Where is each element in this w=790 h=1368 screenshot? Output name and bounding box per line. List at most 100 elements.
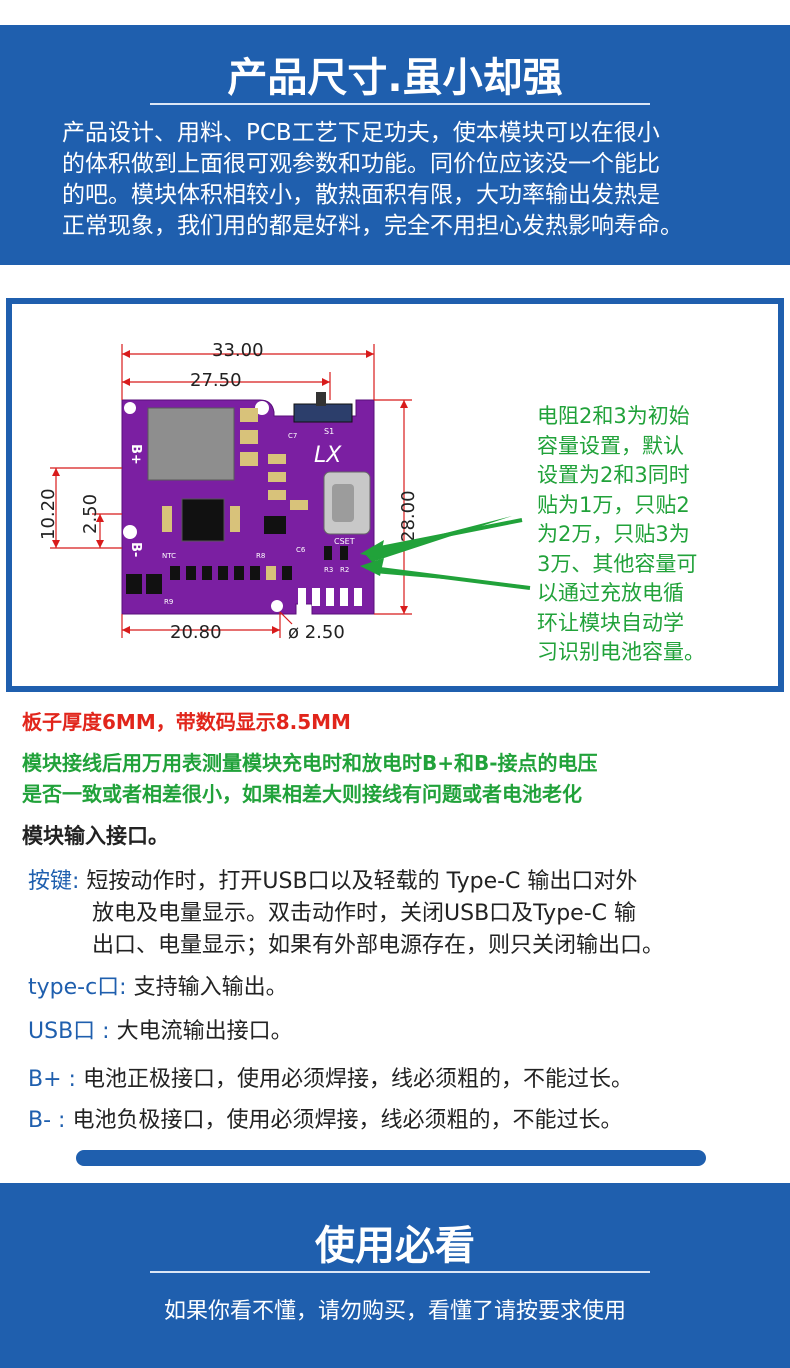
item-key: 按键: 短按动作时，打开USB口以及轻载的 Type-C 输出口对外 放电及电量… <box>28 866 664 962</box>
switch-knob <box>316 392 326 406</box>
footer-subtitle: 如果你看不懂，请勿购买，看懂了请按要求使用 <box>163 1299 626 1324</box>
resistor <box>218 566 228 580</box>
footer-divider <box>150 1271 650 1273</box>
smd-component <box>162 506 172 532</box>
note-line: 3万、其他容量可 <box>537 551 698 576</box>
mount-hole-left <box>123 525 137 539</box>
resistor-note: 电阻2和3为初始 容量设置，默认 设置为2和3同时 贴为1万，只贴2 为2万，只… <box>537 402 777 668</box>
voltage-check-note: 模块接线后用万用表测量模块充电时和放电时B+和B-接点的电压 是否一致或者相差很… <box>22 748 598 810</box>
item-bplus-label: B+ : <box>28 1067 76 1092</box>
led-pad <box>326 588 334 606</box>
intro-line: 正常现象，我们用的都是好料，完全不用担心发热影响寿命。 <box>62 213 683 239</box>
intro-line: 的体积做到上面很可观参数和功能。同价位应该没一个能比 <box>62 151 660 177</box>
silk-r3: R3 <box>324 566 333 574</box>
smd-component <box>268 454 286 464</box>
item-bplus-text: 电池正极接口，使用必须焊接，线必须粗的，不能过长。 <box>82 1067 633 1092</box>
switch-button <box>293 403 353 423</box>
resistor <box>234 566 244 580</box>
thickness-note: 板子厚度6MM，带数码显示8.5MM <box>22 710 351 734</box>
silk-bminus: B- <box>128 542 143 557</box>
smd-component <box>268 472 286 482</box>
dimension-arrowheads <box>52 350 408 634</box>
resistor <box>282 566 292 580</box>
led-pad <box>354 588 362 606</box>
footer-title: 使用必看 <box>315 1223 475 1269</box>
main-ic <box>181 498 225 542</box>
led-pad <box>312 588 320 606</box>
dim-27-50: 27.50 <box>190 370 242 391</box>
silk-lx: LX <box>314 443 342 468</box>
dim-20-80: 20.80 <box>170 622 222 643</box>
silk-cset: CSET <box>334 537 355 546</box>
note-line: 环让模块自动学 <box>537 610 684 635</box>
smd-component <box>240 452 258 466</box>
dimension-lines <box>50 344 412 638</box>
mount-hole-top-left <box>124 402 136 414</box>
mount-hole-bottom <box>271 600 283 612</box>
intro-line: 产品设计、用料、PCB工艺下足功夫，使本模块可以在很小 <box>62 120 660 146</box>
silk-r9: R9 <box>164 598 173 606</box>
smd-component <box>240 408 258 422</box>
arrow-head <box>360 558 384 576</box>
item-bplus: B+ : 电池正极接口，使用必须焊接，线必须粗的，不能过长。 <box>28 1064 633 1096</box>
smd-component <box>240 430 258 444</box>
resistor <box>186 566 196 580</box>
dim-2-50: 2.50 <box>80 494 101 534</box>
led-pad <box>298 588 306 606</box>
smd-component <box>268 490 286 500</box>
mosfet <box>264 516 286 534</box>
silk-r8: R8 <box>256 552 265 560</box>
section-title: 模块输入接口。 <box>22 824 169 848</box>
pcb-diagram-frame: B+ B- LX S1 CSET NTC R8 R3 R2 R9 C6 C7 <box>6 298 784 692</box>
header-title: 产品尺寸.虽小却强 <box>227 55 563 101</box>
resistor <box>170 566 180 580</box>
silk-c6: C6 <box>296 546 306 554</box>
smd-component <box>290 500 308 510</box>
intro-line: 的吧。模块体积相较小，散热面积有限，大功率输出发热是 <box>62 182 660 208</box>
item-typec-text: 支持输入输出。 <box>133 975 288 1000</box>
header-band: 产品尺寸.虽小却强 产品设计、用料、PCB工艺下足功夫，使本模块可以在很小 的体… <box>0 25 790 265</box>
item-key-label: 按键: <box>28 869 80 894</box>
pcb-dimension-drawing: B+ B- LX S1 CSET NTC R8 R3 R2 R9 C6 C7 <box>38 340 531 643</box>
resistor <box>266 566 276 580</box>
dim-10-20: 10.20 <box>38 488 59 540</box>
footer-band: 使用必看 <box>0 1183 790 1368</box>
note-line: 容量设置，默认 <box>537 433 684 458</box>
dim-hole: ø 2.50 <box>288 622 345 643</box>
note-line: 贴为1万，只贴2 <box>537 492 690 517</box>
silk-bplus: B+ <box>128 444 143 465</box>
silk-ntc: NTC <box>162 552 176 560</box>
silk-s1: S1 <box>324 427 334 436</box>
item-usb: USB口 : 大电流输出接口。 <box>28 1016 293 1048</box>
inductor <box>147 407 235 481</box>
resistor-r2 <box>340 546 348 560</box>
item-typec-label: type-c口: <box>28 975 127 1000</box>
item-typec: type-c口: 支持输入输出。 <box>28 972 288 1004</box>
led-pad <box>340 588 348 606</box>
note-line: 设置为2和3同时 <box>537 463 690 487</box>
dim-28: 28.00 <box>398 490 419 542</box>
mount-hole-top-right <box>255 401 269 415</box>
header-divider <box>150 103 650 105</box>
item-usb-label: USB口 : <box>28 1019 110 1044</box>
item-bminus: B- : 电池负极接口，使用必须焊接，线必须粗的，不能过长。 <box>28 1105 622 1137</box>
note-line: 以通过充放电循 <box>537 581 684 605</box>
transistor <box>146 574 162 594</box>
note-line: 为2万，只贴3为 <box>537 522 690 546</box>
resistor <box>250 566 260 580</box>
smd-component <box>230 506 240 532</box>
dim-33: 33.00 <box>212 340 264 361</box>
item-bminus-text: 电池负极接口，使用必须焊接，线必须粗的，不能过长。 <box>72 1108 623 1133</box>
divider-bar <box>76 1150 706 1166</box>
item-key-line: 放电及电量显示。双击动作时，关闭USB口及Type-C 输 <box>92 901 636 926</box>
note-line: 习识别电池容量。 <box>537 640 705 664</box>
note-line: 电阻2和3为初始 <box>537 404 690 428</box>
callout-arrow-lines <box>379 518 531 590</box>
silk-c7: C7 <box>288 432 297 440</box>
check-line: 是否一致或者相差很小，如果相差大则接线有问题或者电池老化 <box>22 782 582 806</box>
silk-r2: R2 <box>340 566 349 574</box>
resistor <box>202 566 212 580</box>
arrow-head <box>360 540 384 558</box>
item-bminus-label: B- : <box>28 1108 66 1133</box>
transistor <box>126 574 142 594</box>
